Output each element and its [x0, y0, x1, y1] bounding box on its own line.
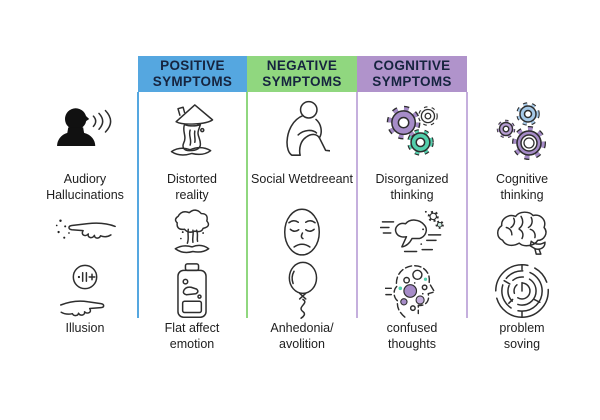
- problem-solving-label: problem soving: [499, 321, 545, 352]
- maze-icon: [467, 261, 577, 321]
- anhedonia-label: Anhedonia/ avolition: [270, 321, 334, 352]
- balloon-icon: [247, 261, 357, 321]
- divider-negative-left: [246, 92, 248, 318]
- hunched-person-icon: [247, 96, 357, 168]
- illusion-label: Illusion: [65, 321, 105, 335]
- distorted-reality-label: Distorted reality: [166, 172, 218, 203]
- cognitive-gears-icon: [467, 96, 577, 168]
- header-negative-symptoms: NEGATIVE SYMPTOMS: [247, 56, 357, 92]
- divider-cognitive-left: [356, 92, 358, 318]
- auditory-hallucinations-icon: [30, 96, 140, 168]
- illusion-icon: [30, 261, 140, 321]
- low-battery-icon: [137, 261, 247, 321]
- auditory-hallucinations-label: Audiory Hallucinations: [46, 172, 124, 203]
- sad-face-icon: [247, 205, 357, 261]
- distorted-house-icon: [137, 96, 247, 168]
- confused-thoughts-label: confused thoughts: [386, 321, 438, 352]
- social-withdrawal-label: Social Wetdreeant: [251, 172, 353, 186]
- header-cognitive-symptoms: COGNITIVE SYMPTOMS: [357, 56, 467, 92]
- disorganized-thinking-label: Disorganized thinking: [375, 172, 449, 203]
- header-positive-symptoms: POSITIVE SYMPTOMS: [138, 56, 247, 92]
- divider-cognitive-right: [466, 92, 468, 318]
- confused-head-icon: [357, 261, 467, 321]
- divider-positive-left: [137, 92, 139, 318]
- racing-thoughts-icon: [357, 205, 467, 261]
- melting-tree-icon: [137, 205, 247, 261]
- reaching-hand-icon: [30, 205, 140, 261]
- cognitive-thinking-label: Cognitive thinking: [495, 172, 549, 203]
- flat-affect-label: Flat affect emotion: [164, 321, 220, 352]
- brain-icon: [467, 205, 577, 261]
- disorganized-gears-icon: [357, 96, 467, 168]
